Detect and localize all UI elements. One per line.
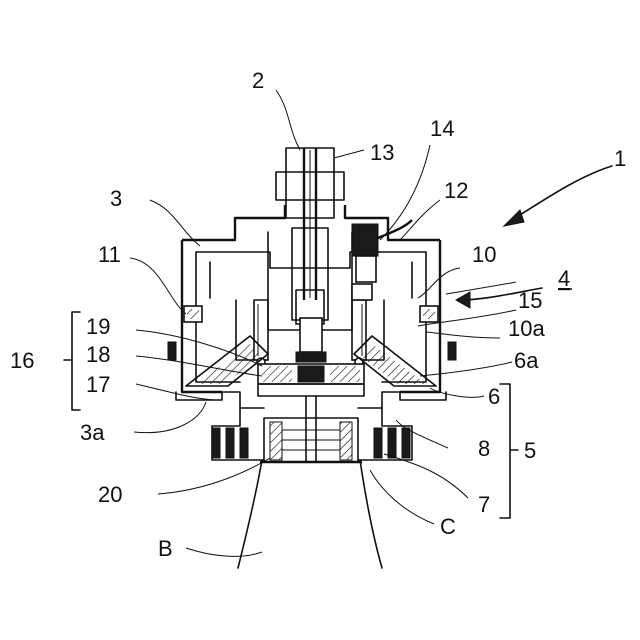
bracket-16 [64,312,80,410]
bracket-5 [500,384,518,518]
label-20: 20 [98,482,122,507]
label-8: 8 [478,436,490,461]
label-5: 5 [524,438,536,463]
stem [276,148,344,324]
arrow-to-assembly [504,166,612,226]
bottle-outline [238,460,382,568]
label-12: 12 [444,178,468,203]
label-2: 2 [252,68,264,93]
label-4: 4 [558,266,570,291]
cap-assembly [212,392,412,462]
valve-core [186,318,436,396]
label-C: C [440,514,456,539]
label-10: 10 [472,242,496,267]
label-16: 16 [10,348,34,373]
label-6a: 6a [514,348,539,373]
label-13: 13 [370,140,394,165]
leader-lines [130,90,516,556]
label-17: 17 [86,372,110,397]
lever-pin [352,220,412,300]
label-7: 7 [478,492,490,517]
valve-assembly [168,148,456,568]
label-10a: 10a [508,316,545,341]
label-11: 11 [98,242,121,267]
label-6: 6 [488,384,500,409]
label-14: 14 [430,116,454,141]
label-19: 19 [86,314,110,339]
label-3a: 3a [80,420,105,445]
label-15: 15 [518,288,542,313]
label-1: 1 [614,146,626,171]
label-B: B [158,536,173,561]
label-3: 3 [110,186,122,211]
tube [306,396,316,462]
label-18: 18 [86,342,110,367]
